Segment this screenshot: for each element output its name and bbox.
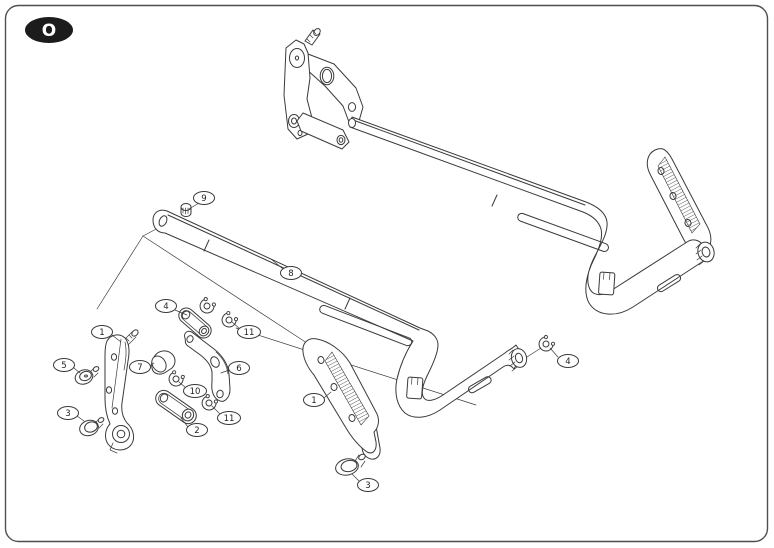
- knurl-band: [325, 352, 369, 425]
- svg-text:6: 6: [236, 364, 241, 374]
- section-label: O: [42, 21, 56, 41]
- callout-8: 8: [271, 259, 302, 280]
- callout-10: 10: [179, 382, 207, 398]
- svg-text:3: 3: [365, 481, 370, 491]
- callout-9: 9: [189, 192, 215, 210]
- callout-7: 7: [130, 361, 155, 374]
- dome-plug-7: [149, 351, 175, 375]
- bar-slot: [517, 212, 610, 252]
- upper-bar: [349, 117, 717, 314]
- upper-boss: [696, 240, 717, 265]
- svg-text:11: 11: [244, 328, 255, 338]
- bent-link-6: [185, 331, 230, 401]
- callout-2: 2: [181, 418, 208, 437]
- push-cap-3-right: [334, 453, 366, 477]
- callout-4-right: 4: [550, 348, 579, 368]
- link-plate-4: [176, 305, 215, 341]
- knurl-band: [658, 157, 700, 233]
- upper-clip-tab: [598, 272, 614, 295]
- e-clip-4-right: [536, 333, 557, 355]
- svg-text:1: 1: [99, 328, 104, 338]
- construction-lines: [97, 227, 541, 405]
- svg-text:4: 4: [565, 357, 570, 367]
- svg-text:7: 7: [137, 363, 142, 373]
- e-clip-11-upper: [219, 309, 240, 330]
- svg-text:2: 2: [194, 426, 199, 436]
- callout-4-left: 4: [156, 300, 188, 316]
- upper-hand-lever: [647, 149, 711, 254]
- section-badge: O: [25, 17, 73, 43]
- callout-3-right: 3: [352, 474, 379, 492]
- svg-text:11: 11: [224, 414, 235, 424]
- callout-1-right: 1: [304, 392, 332, 407]
- e-clip-upper: [197, 296, 218, 316]
- link-plate-2: [153, 387, 200, 426]
- lever-1-left: [105, 329, 139, 453]
- svg-text:9: 9: [201, 194, 206, 204]
- svg-text:3: 3: [65, 409, 70, 419]
- lower-clip-tab: [407, 377, 423, 399]
- push-cap-3-left: [78, 417, 105, 438]
- callout-3-left: 3: [58, 407, 85, 422]
- callout-11-lower: 11: [212, 406, 241, 425]
- badge-ellipse: [25, 17, 73, 43]
- callout-5: 5: [54, 359, 81, 374]
- page-border: [6, 6, 768, 542]
- svg-text:5: 5: [61, 361, 66, 371]
- svg-text:8: 8: [288, 269, 293, 279]
- callout-1-left: 1: [92, 326, 122, 343]
- upper-linkage: [284, 27, 363, 149]
- callout-11-upper: 11: [232, 322, 261, 339]
- left-cluster: [73, 296, 240, 453]
- callout-6: 6: [221, 362, 250, 375]
- svg-text:10: 10: [190, 387, 201, 397]
- lower-assembly: [153, 204, 557, 478]
- svg-text:4: 4: [163, 302, 168, 312]
- pivot-pin: [131, 329, 140, 338]
- bar-slot: [319, 304, 413, 347]
- push-cap-5: [73, 366, 99, 387]
- callouts: 9 8 4 11 1 5 7: [54, 192, 579, 492]
- bar-8: [153, 210, 529, 417]
- lower-boss: [509, 347, 529, 371]
- nut-9: [181, 204, 191, 217]
- lower-hand-lever: [303, 339, 380, 460]
- svg-text:1: 1: [311, 396, 316, 406]
- upper-assembly: [284, 27, 716, 314]
